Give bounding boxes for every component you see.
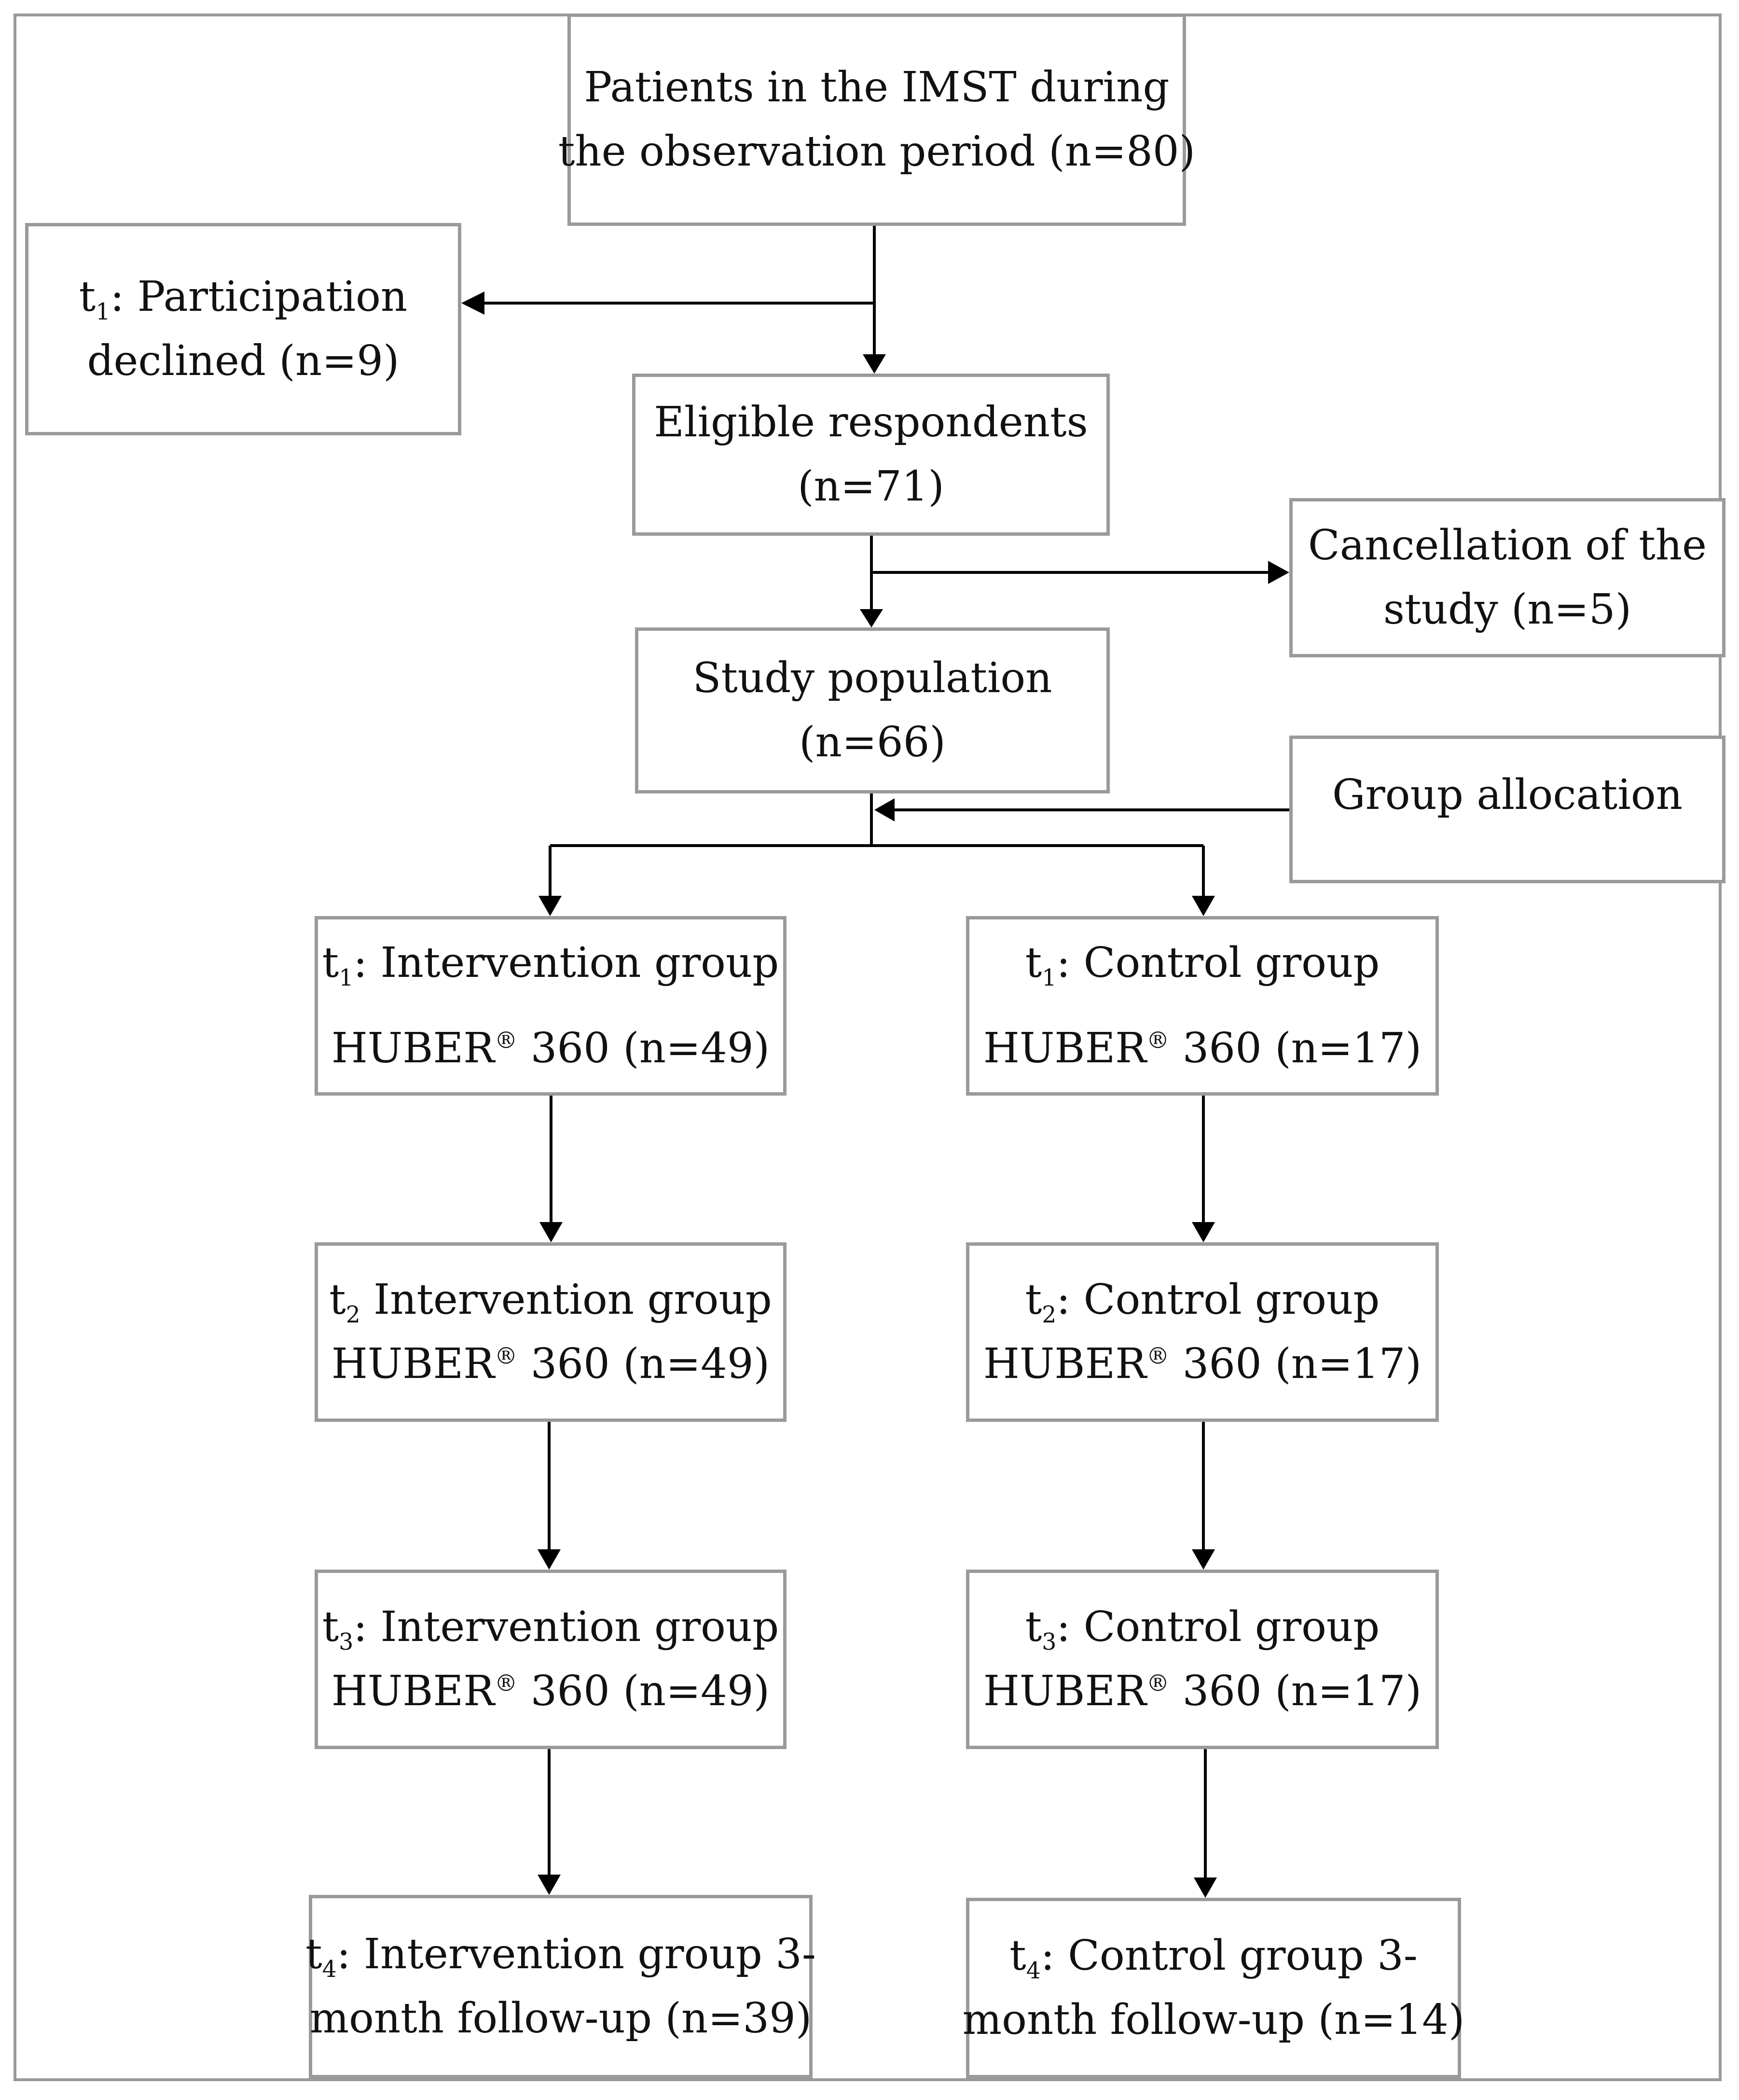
node-study-population-line1: Study population — [692, 654, 1052, 702]
node-control-t3-line2: HUBER® 360 (n=17) — [983, 1667, 1422, 1715]
node-study-population: Study population (n=66) — [635, 627, 1110, 793]
node-control-t3: t3: Control group HUBER® 360 (n=17) — [966, 1570, 1439, 1749]
node-intervention-t1: t1: Intervention group HUBER® 360 (n=49) — [315, 916, 787, 1096]
node-patients-line2: the observation period (n=80) — [558, 127, 1196, 176]
node-participation-declined: t1: Participation declined (n=9) — [25, 223, 461, 435]
node-intervention-t4: t4: Intervention group 3- month follow-u… — [305, 1895, 816, 2078]
node-declined-line1: t1: Participation — [79, 272, 408, 325]
node-control-t1-line2: HUBER® 360 (n=17) — [983, 1024, 1422, 1072]
node-cancellation-line2: study (n=5) — [1383, 585, 1632, 634]
node-intervention-t3: t3: Intervention group HUBER® 360 (n=49) — [315, 1570, 787, 1749]
node-group-allocation-line1: Group allocation — [1332, 771, 1683, 819]
node-control-t2-line1: t2: Control group — [1025, 1275, 1380, 1328]
node-declined-line2: declined (n=9) — [87, 337, 400, 385]
node-control-t4: t4: Control group 3- month follow-up (n=… — [963, 1898, 1464, 2078]
node-eligible-respondents: Eligible respondents (n=71) — [632, 374, 1110, 536]
node-control-t3-line1: t3: Control group — [1025, 1602, 1380, 1655]
node-patients-line1: Patients in the IMST during — [584, 63, 1170, 111]
node-group-allocation: Group allocation — [1289, 736, 1725, 883]
node-cancellation: Cancellation of the study (n=5) — [1289, 498, 1725, 657]
node-cancellation-line1: Cancellation of the — [1308, 521, 1707, 570]
node-intervention-t4-line1: t4: Intervention group 3- — [305, 1930, 816, 1983]
node-eligible-line1: Eligible respondents — [654, 398, 1088, 446]
node-control-t2: t2: Control group HUBER® 360 (n=17) — [966, 1242, 1439, 1422]
node-control-t4-line2: month follow-up (n=14) — [962, 1996, 1465, 2044]
node-study-population-line2: (n=66) — [799, 718, 946, 766]
node-intervention-t1-line2: HUBER® 360 (n=49) — [331, 1024, 770, 1072]
node-intervention-t2-line2: HUBER® 360 (n=49) — [331, 1340, 770, 1388]
node-intervention-t3-line2: HUBER® 360 (n=49) — [331, 1667, 770, 1715]
node-control-t1-line1: t1: Control group — [1025, 938, 1380, 991]
node-intervention-t1-line1: t1: Intervention group — [322, 938, 779, 991]
node-control-t4-line1: t4: Control group 3- — [1009, 1931, 1418, 1984]
node-intervention-t3-line1: t3: Intervention group — [322, 1602, 779, 1655]
node-intervention-t4-line2: month follow-up (n=39) — [309, 1994, 812, 2043]
node-eligible-line2: (n=71) — [798, 462, 944, 511]
node-intervention-t2-line1: t2 Intervention group — [329, 1275, 772, 1328]
node-patients: Patients in the IMST during the observat… — [558, 14, 1195, 226]
node-control-t2-line2: HUBER® 360 (n=17) — [983, 1340, 1422, 1388]
node-control-t1: t1: Control group HUBER® 360 (n=17) — [966, 916, 1439, 1096]
node-intervention-t2: t2 Intervention group HUBER® 360 (n=49) — [315, 1242, 787, 1422]
